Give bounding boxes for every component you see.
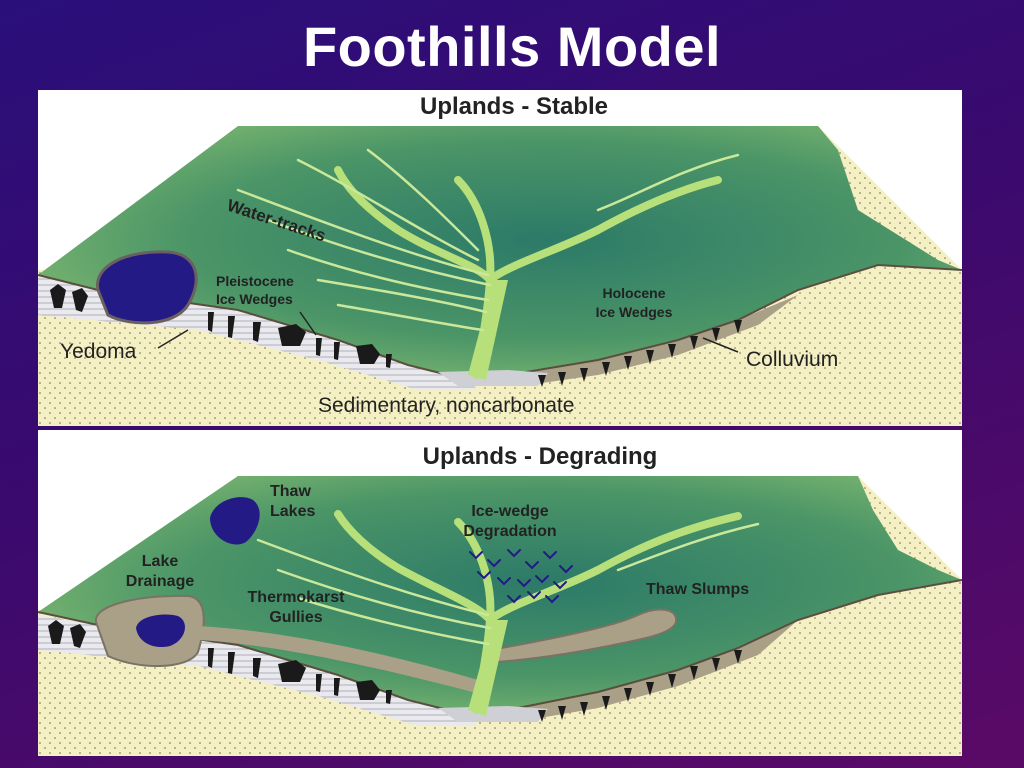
label-yedoma: Yedoma bbox=[60, 340, 137, 363]
diagram-uplands-degrading: Uplands - Degrading Thaw Lakes Ice-wedge… bbox=[38, 443, 962, 756]
thaw-slump bbox=[489, 608, 678, 664]
yedoma-lake bbox=[96, 250, 198, 325]
label-thaw-lakes-1: Thaw bbox=[270, 483, 311, 500]
diagram-uplands-stable: Uplands - Stable Water-tracks Pleistocen… bbox=[38, 93, 962, 426]
water-tracks bbox=[236, 148, 740, 332]
upland-surface bbox=[38, 126, 962, 380]
label-thermokarst-1: Thermokarst bbox=[248, 589, 346, 606]
valley-floor bbox=[438, 706, 548, 722]
label-thaw-slumps: Thaw Slumps bbox=[646, 581, 749, 598]
water-tracks bbox=[256, 522, 760, 646]
label-lake-drainage-1: Lake bbox=[142, 553, 179, 570]
slide-title: Foothills Model bbox=[302, 15, 722, 78]
panel-title: Uplands - Stable bbox=[420, 93, 608, 120]
ice-wedge-degradation-marks bbox=[469, 549, 573, 604]
label-pleistocene-1: Pleistocene bbox=[216, 273, 294, 289]
panel-uplands-degrading: Uplands - Degrading Thaw Lakes Ice-wedge… bbox=[38, 430, 962, 756]
pleistocene-ice-wedges bbox=[48, 620, 392, 704]
label-ice-wedge-1: Ice-wedge bbox=[471, 503, 548, 520]
holocene-ice-wedges bbox=[538, 320, 742, 387]
holocene-ice-wedges bbox=[538, 650, 742, 722]
thermokarst-gully bbox=[198, 626, 480, 694]
label-ice-wedge-2: Degradation bbox=[463, 523, 556, 540]
pleistocene-ice-wedges bbox=[50, 284, 392, 368]
panel-uplands-stable: Uplands - Stable Water-tracks Pleistocen… bbox=[38, 90, 962, 426]
label-holocene-1: Holocene bbox=[602, 285, 665, 301]
panel-title: Uplands - Degrading bbox=[423, 443, 658, 470]
label-colluvium: Colluvium bbox=[746, 348, 838, 371]
label-sedimentary: Sedimentary, noncarbonate bbox=[318, 394, 574, 417]
label-holocene-2: Ice Wedges bbox=[596, 304, 673, 320]
residual-lake bbox=[136, 614, 185, 648]
label-thaw-lakes-2: Lakes bbox=[270, 503, 315, 520]
upland-surface bbox=[38, 476, 962, 715]
label-lake-drainage-2: Drainage bbox=[126, 573, 195, 590]
label-thermokarst-2: Gullies bbox=[269, 609, 322, 626]
valley-floor bbox=[438, 370, 548, 386]
thaw-lake bbox=[210, 497, 260, 545]
label-pleistocene-2: Ice Wedges bbox=[216, 291, 293, 307]
